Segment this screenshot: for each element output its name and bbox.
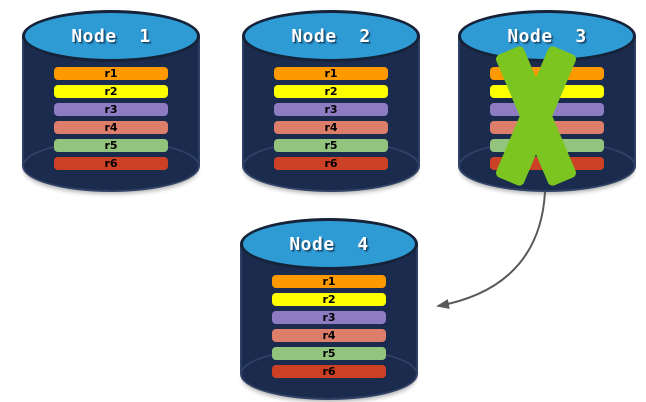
replica-list: r1 r2 r3 r4 r5 r6 bbox=[54, 67, 168, 170]
replica-bar-r5: r5 bbox=[272, 347, 386, 360]
replica-bar-r6: r6 bbox=[272, 365, 386, 378]
replica-label: r1 bbox=[322, 275, 336, 288]
replica-label: r6 bbox=[322, 365, 336, 378]
replica-bar-r6: r6 bbox=[274, 157, 388, 170]
replica-bar-r5: r5 bbox=[274, 139, 388, 152]
node-title: Node 2 bbox=[291, 25, 371, 47]
replica-label: r3 bbox=[322, 311, 336, 324]
replica-label: r2 bbox=[324, 85, 338, 98]
replica-label: r6 bbox=[324, 157, 338, 170]
node-4: Node 4 r1 r2 r3 r4 r5 r6 bbox=[240, 218, 418, 400]
replica-label: r6 bbox=[104, 157, 118, 170]
node-title: Node 4 bbox=[289, 233, 369, 255]
replica-bar-r3: r3 bbox=[54, 103, 168, 116]
replica-bar-r3: r3 bbox=[274, 103, 388, 116]
replica-label: r5 bbox=[104, 139, 118, 152]
cylinder-top: Node 3 bbox=[458, 10, 636, 62]
cylinder-top: Node 4 bbox=[240, 218, 418, 270]
replica-bar-r1: r1 bbox=[272, 275, 386, 288]
replica-label: r1 bbox=[104, 67, 118, 80]
replica-bar-r1: r1 bbox=[274, 67, 388, 80]
replica-label: r3 bbox=[104, 103, 118, 116]
replica-label: r2 bbox=[104, 85, 118, 98]
replica-bar-r4: r4 bbox=[272, 329, 386, 342]
node-title: Node 3 bbox=[507, 25, 587, 47]
replica-list: r1 r2 r3 r4 r5 r6 bbox=[272, 275, 386, 378]
replica-bar-r2: r2 bbox=[272, 293, 386, 306]
replica-label: r4 bbox=[104, 121, 118, 134]
replica-label: r2 bbox=[322, 293, 336, 306]
replica-list: r1 r2 r3 r4 r5 r6 bbox=[274, 67, 388, 170]
node-2: Node 2 r1 r2 r3 r4 r5 r6 bbox=[242, 10, 420, 192]
replica-label: r4 bbox=[324, 121, 338, 134]
cylinder-top: Node 2 bbox=[242, 10, 420, 62]
replica-bar-r4: r4 bbox=[274, 121, 388, 134]
replica-bar-r2: r2 bbox=[274, 85, 388, 98]
replica-bar-r3: r3 bbox=[272, 311, 386, 324]
replica-bar-r4: r4 bbox=[54, 121, 168, 134]
replica-bar-r5: r5 bbox=[54, 139, 168, 152]
failure-x-icon bbox=[486, 44, 586, 188]
replica-bar-r6: r6 bbox=[54, 157, 168, 170]
replica-bar-r2: r2 bbox=[54, 85, 168, 98]
replica-label: r3 bbox=[324, 103, 338, 116]
replica-label: r1 bbox=[324, 67, 338, 80]
replica-bar-r1: r1 bbox=[54, 67, 168, 80]
replica-label: r4 bbox=[322, 329, 336, 342]
node-title: Node 1 bbox=[71, 25, 151, 47]
replica-label: r5 bbox=[324, 139, 338, 152]
node-1: Node 1 r1 r2 r3 r4 r5 r6 bbox=[22, 10, 200, 192]
replica-label: r5 bbox=[322, 347, 336, 360]
cylinder-top: Node 1 bbox=[22, 10, 200, 62]
